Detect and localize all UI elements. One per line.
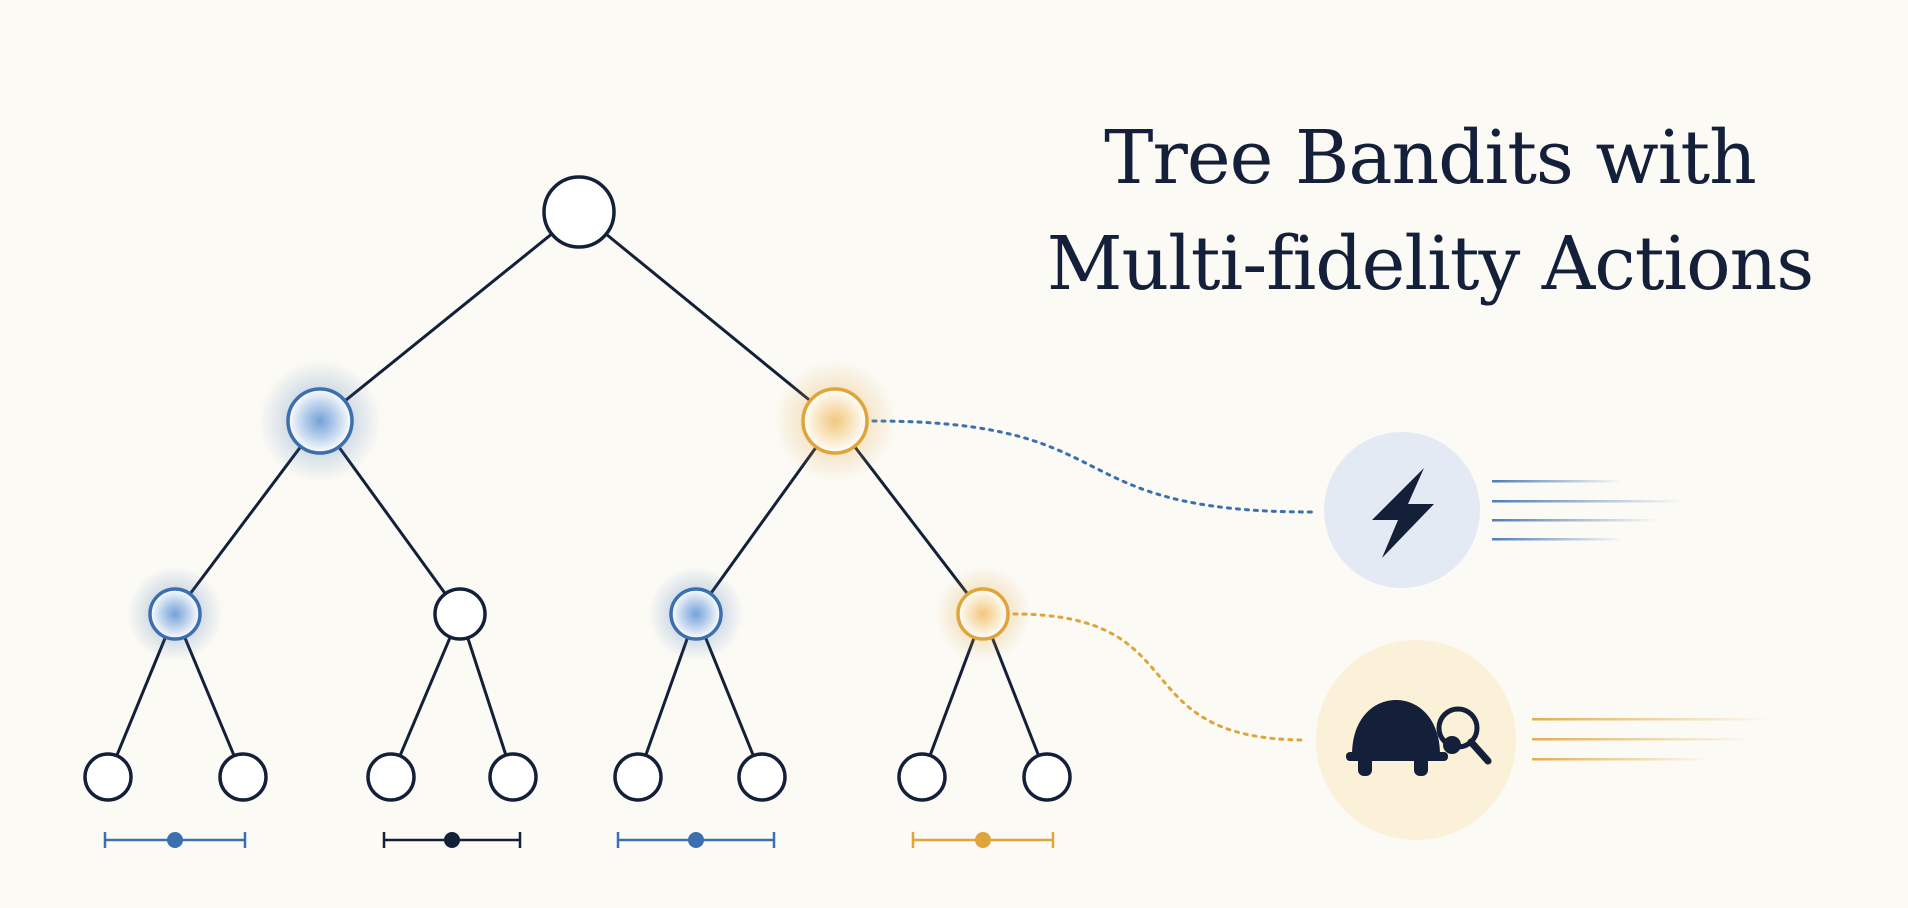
turtle-magnifier-icon <box>1346 700 1492 776</box>
title-line-2: Multi-fidelity Actions <box>1046 221 1815 307</box>
interval-estimate-dot <box>688 832 704 848</box>
tree-node-n11 <box>148 587 202 641</box>
tree-nodes <box>83 175 1072 802</box>
tree-edge <box>398 635 452 758</box>
leaf-node <box>488 752 538 802</box>
speed-lines-slow <box>1532 718 1772 761</box>
tree-node-n21 <box>669 587 723 641</box>
leaf-node <box>1022 752 1072 802</box>
tree-edge <box>466 636 508 757</box>
slow-action-badge <box>1316 640 1772 840</box>
tree-edge <box>604 232 812 403</box>
interval-markers <box>103 832 1055 848</box>
slow-action-connector <box>1012 612 1308 742</box>
tree-node-n12 <box>433 587 487 641</box>
title-line-1: Tree Bandits with <box>1104 115 1757 201</box>
tree-edge <box>337 445 447 596</box>
tree-edge <box>188 445 303 596</box>
leaf-node <box>897 752 947 802</box>
fidelity-connectors <box>871 419 1314 742</box>
interval-estimate-dot <box>444 832 460 848</box>
speed-lines-fast <box>1492 480 1682 541</box>
interval-estimate-dot <box>167 832 183 848</box>
leaf-node <box>613 752 663 802</box>
lightning-bolt-icon <box>1372 468 1434 558</box>
tree-edge <box>852 444 970 596</box>
tree-node-n1 <box>286 387 354 455</box>
fast-action-connector <box>871 419 1314 514</box>
leaf-node <box>218 752 268 802</box>
tree-edges <box>115 232 1041 758</box>
leaf-node <box>83 752 133 802</box>
leaf-node <box>366 752 416 802</box>
interval-estimate-dot <box>975 832 991 848</box>
tree-node-n22 <box>956 587 1010 641</box>
figure-title: Tree Bandits with Multi-fidelity Actions <box>960 105 1900 317</box>
tree-edge <box>343 232 554 403</box>
tree-node-n2 <box>801 387 869 455</box>
leaf-node <box>737 752 787 802</box>
tree-node-root <box>542 175 616 249</box>
tree-edge <box>709 445 818 596</box>
fast-action-badge <box>1324 432 1682 588</box>
